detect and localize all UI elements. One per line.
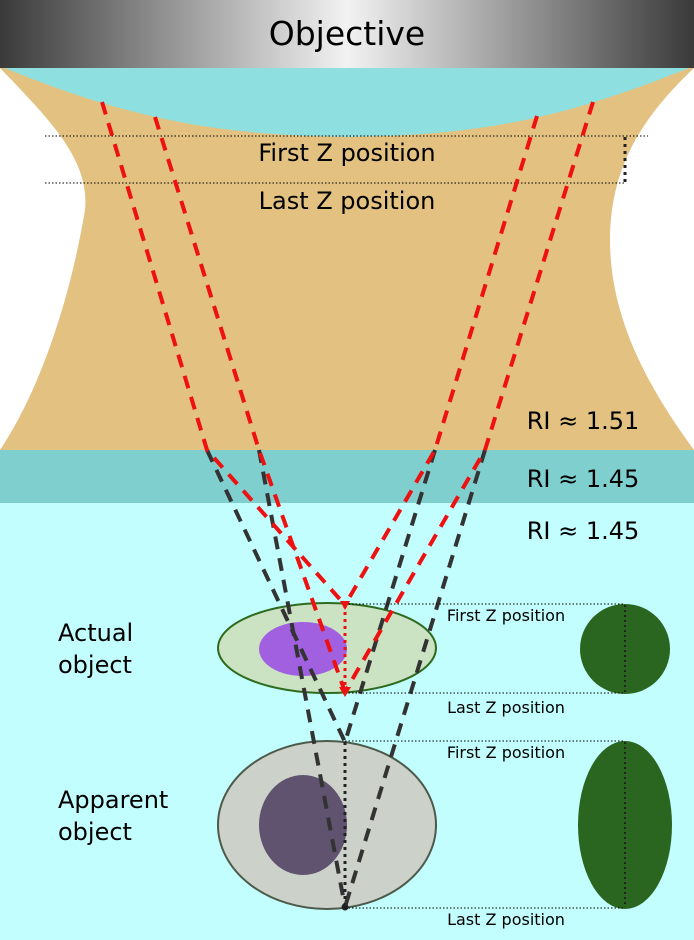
actual-ray bbox=[153, 116, 347, 693]
last-z-label-top: Last Z position bbox=[259, 187, 436, 215]
actual-first-z-label: First Z position bbox=[447, 606, 565, 625]
objective-barrel bbox=[0, 0, 694, 68]
actual-side-profile bbox=[580, 604, 670, 694]
actual-object-label-line1: Actual bbox=[58, 619, 133, 647]
objective-label: Objective bbox=[269, 14, 425, 53]
actual-rays bbox=[100, 101, 595, 694]
apparent-object-label-line1: Apparent bbox=[58, 786, 168, 814]
apparent-first-z-label: First Z position bbox=[447, 743, 565, 762]
first-z-label-top: First Z position bbox=[258, 139, 435, 167]
apparent-ray bbox=[205, 449, 347, 743]
apparent-side-profile bbox=[578, 741, 672, 909]
apparent-nucleus bbox=[259, 775, 347, 875]
coverslip-layer bbox=[0, 450, 694, 503]
actual-object-label-line2: object bbox=[58, 651, 132, 679]
coverslip-ri-label: RI ≈ 1.45 bbox=[527, 465, 640, 493]
apparent-focus-dot bbox=[341, 903, 349, 911]
actual-ray bbox=[100, 101, 347, 607]
actual-last-z-label: Last Z position bbox=[447, 698, 565, 717]
oil-ri-label: RI ≈ 1.51 bbox=[527, 407, 640, 435]
objective-lens bbox=[0, 66, 694, 137]
apparent-ray bbox=[343, 449, 487, 908]
actual-ray bbox=[343, 115, 539, 607]
actual-first-focus-tip bbox=[340, 601, 350, 610]
apparent-object-label-line2: object bbox=[58, 818, 132, 846]
actual-last-focus-tip bbox=[339, 687, 351, 697]
sample-ri-label: RI ≈ 1.45 bbox=[527, 517, 640, 545]
apparent-last-z-label: Last Z position bbox=[447, 910, 565, 929]
actual-ray bbox=[343, 101, 595, 694]
